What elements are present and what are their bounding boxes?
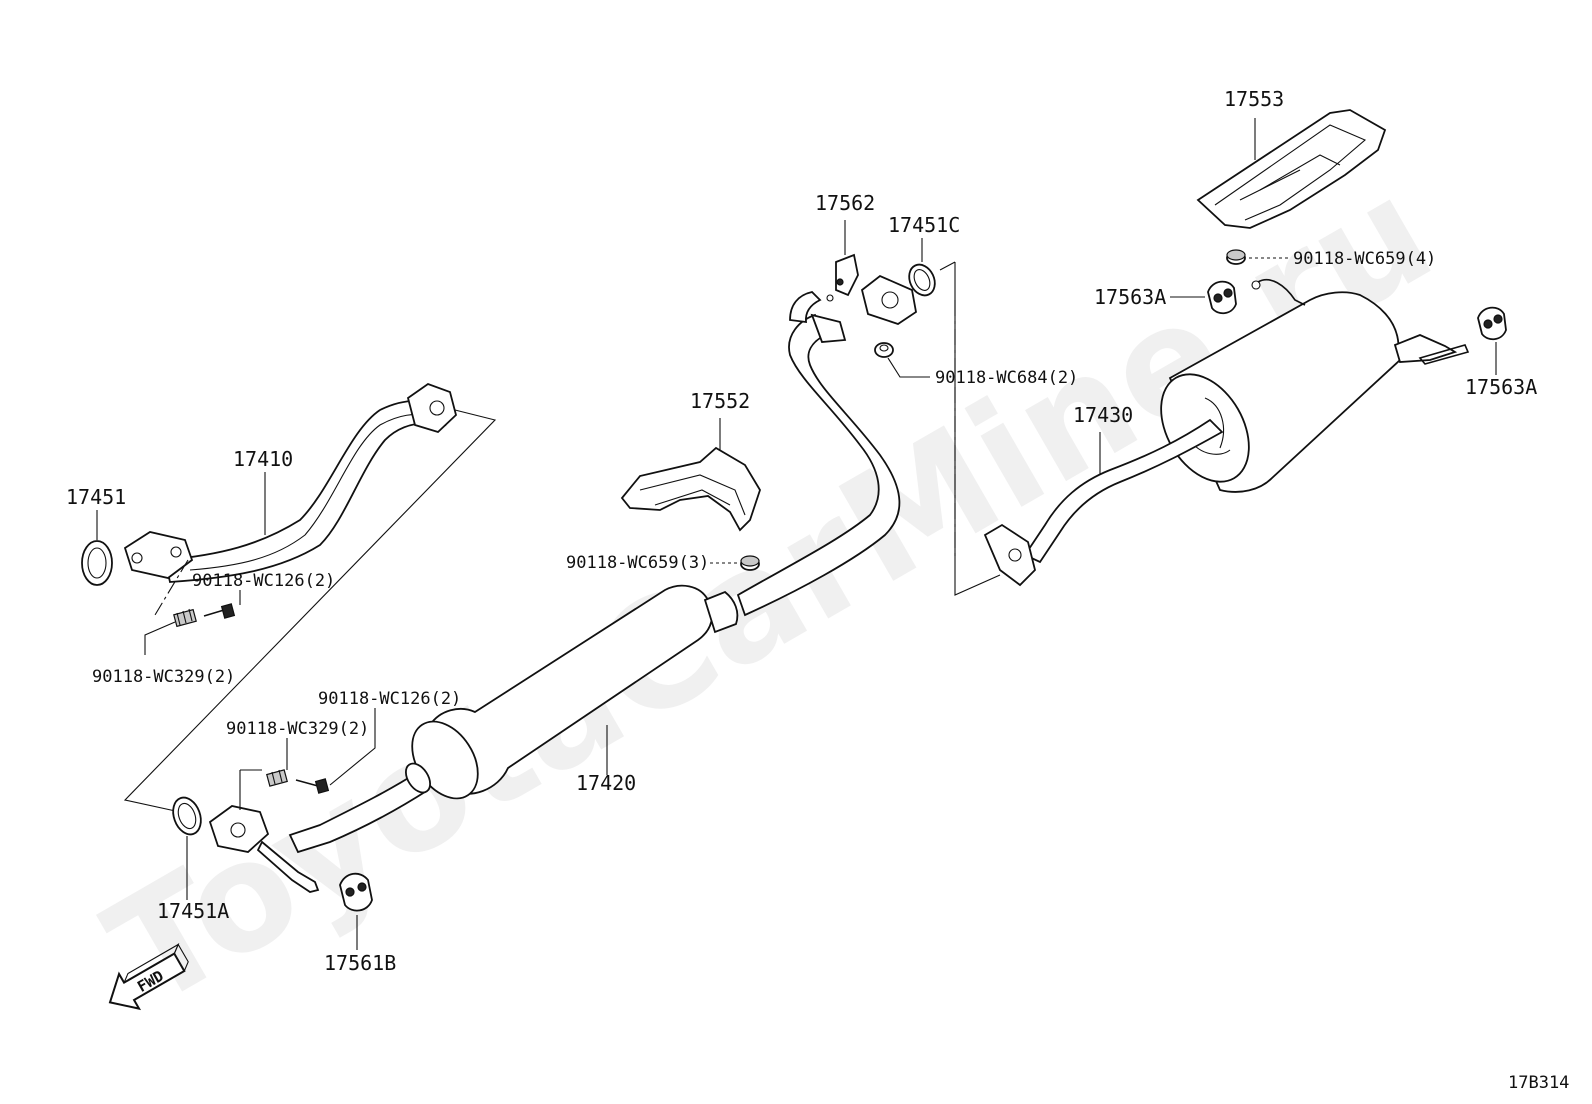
heat-insulator-17553 xyxy=(1196,109,1387,229)
gasket-17451C xyxy=(908,263,936,297)
label-17420: 17420 xyxy=(576,771,636,795)
hanger-17563A-left xyxy=(1207,280,1237,315)
label-17552: 17552 xyxy=(690,389,750,413)
diagram-code: 17B314 xyxy=(1508,1073,1569,1093)
label-90118-wc659-3: 90118-WC659(3) xyxy=(566,553,709,573)
arrow-left-down-icon xyxy=(108,952,186,1011)
label-90118-wc659-4: 90118-WC659(4) xyxy=(1293,249,1436,269)
tail-pipe-17430 xyxy=(983,278,1470,587)
leader-lines xyxy=(96,118,1497,950)
gasket-17451 xyxy=(81,540,113,586)
label-17430: 17430 xyxy=(1073,403,1133,427)
label-17563A-left: 17563A xyxy=(1094,285,1166,309)
assembly-bracket-rear xyxy=(939,261,1001,596)
label-17553: 17553 xyxy=(1224,87,1284,111)
label-90118-wc329-bottom: 90118-WC329(2) xyxy=(226,719,369,739)
label-17451C: 17451C xyxy=(888,213,960,237)
label-90118-wc329-top: 90118-WC329(2) xyxy=(92,667,235,687)
center-pipe-17420 xyxy=(208,274,917,893)
label-90118-wc684-2: 90118-WC684(2) xyxy=(935,368,1078,388)
hanger-17561B xyxy=(339,872,373,912)
label-17410: 17410 xyxy=(233,447,293,471)
label-17451A: 17451A xyxy=(157,899,229,923)
bolt-spring-set-top xyxy=(173,603,236,628)
nut-wc659-3 xyxy=(740,555,760,571)
gasket-17451A xyxy=(172,796,202,836)
label-17451: 17451 xyxy=(66,485,126,509)
hanger-17563A-right xyxy=(1477,306,1507,341)
front-pipe-17410 xyxy=(123,382,458,583)
label-17561B: 17561B xyxy=(324,951,396,975)
bolt-spring-set-bottom xyxy=(239,769,330,810)
assembly-bracket-front xyxy=(123,409,497,813)
label-17563A-right: 17563A xyxy=(1465,375,1537,399)
heat-insulator-17552 xyxy=(620,446,761,532)
part-labels: 17451 17410 90118-WC126(2) 90118-WC329(2… xyxy=(66,87,1537,975)
nut-wc684-2 xyxy=(874,342,894,358)
label-90118-wc126-bottom: 90118-WC126(2) xyxy=(318,689,461,709)
nut-wc659-4 xyxy=(1226,249,1246,265)
label-90118-wc126-top: 90118-WC126(2) xyxy=(192,571,335,591)
support-17562 xyxy=(826,253,859,302)
label-17562: 17562 xyxy=(815,191,875,215)
